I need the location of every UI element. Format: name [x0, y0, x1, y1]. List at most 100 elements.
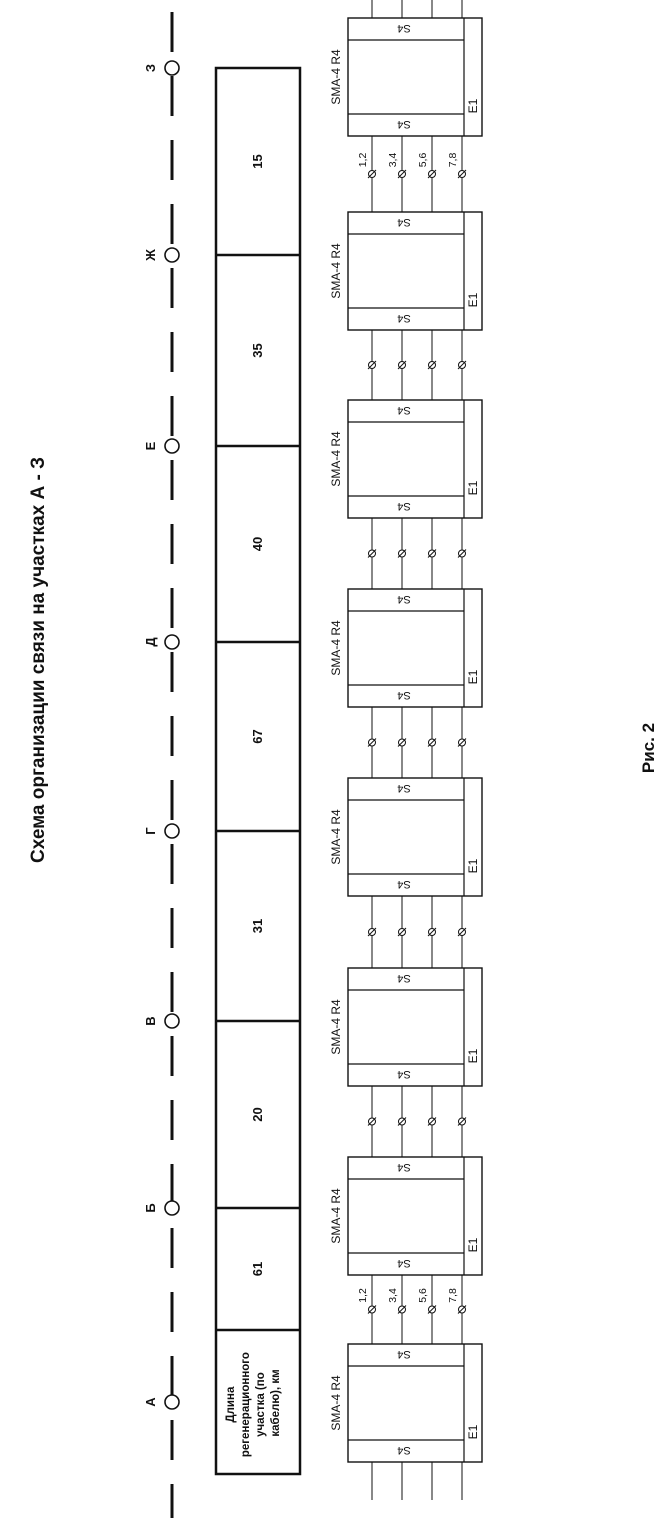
- station-marker: [164, 438, 180, 454]
- e1-label: E1: [466, 858, 480, 873]
- station-marker: [164, 247, 180, 263]
- station-label: А: [143, 1397, 158, 1407]
- fiber-pair-label: 7,8: [447, 153, 459, 168]
- e1-label: E1: [466, 480, 480, 495]
- station-label: Е: [143, 441, 158, 450]
- table-cell-segment-7: 15: [216, 154, 300, 257]
- unit-model-label: SMA-4 R4: [329, 809, 343, 865]
- fiber-pair-label: 3,4: [387, 1288, 399, 1303]
- connector-slash: [397, 169, 407, 179]
- unit-frame: [347, 1343, 483, 1463]
- table-header-cell: Длина регенерационного участка (по кабел…: [225, 1352, 282, 1457]
- unit-frame: [347, 211, 483, 331]
- segment-length-value: 15: [250, 154, 265, 168]
- s4-port-label-top: S4: [397, 593, 410, 605]
- segment-length-value: 67: [250, 729, 265, 743]
- unit-model-label: SMA-4 R4: [329, 999, 343, 1055]
- unit-frame: [347, 17, 483, 137]
- figure-label: Рис. 2: [639, 723, 658, 773]
- fiber-pair-label: 1,2: [357, 153, 369, 168]
- station-6: Е: [143, 438, 180, 454]
- segment-length-value: 40: [250, 537, 265, 551]
- connector-slash: [457, 549, 467, 558]
- connector-slash: [397, 927, 407, 937]
- connector-slash: [457, 927, 467, 937]
- unit-model-label: SMA-4 R4: [329, 243, 343, 299]
- station-8: З: [143, 60, 180, 76]
- s4-port-label-bottom: S4: [397, 689, 410, 701]
- connector-slash: [427, 360, 437, 370]
- unit-frame: [347, 588, 483, 708]
- connector-slash: [397, 1117, 407, 1126]
- connector-slash: [427, 1305, 437, 1314]
- s4-port-label-top: S4: [397, 1348, 410, 1360]
- station-label: Б: [143, 1203, 158, 1212]
- unit-frame: [347, 777, 483, 897]
- unit-frame: [347, 1156, 483, 1276]
- station-7: Ж: [143, 247, 180, 263]
- connector-slash: [457, 1305, 467, 1314]
- station-5: Д: [143, 634, 180, 650]
- station-label: Ж: [143, 249, 158, 262]
- fiber-pair-label: 5,6: [417, 153, 429, 168]
- s4-port-label-bottom: S4: [397, 878, 410, 890]
- station-marker: [164, 1200, 180, 1216]
- connector-slash: [367, 1305, 377, 1314]
- station-marker: [164, 60, 180, 76]
- e1-label: E1: [466, 1048, 480, 1063]
- table-cell-segment-2: 20: [216, 1107, 300, 1210]
- station-3: В: [143, 1013, 180, 1029]
- table-header-line-2: регенерационного: [240, 1352, 252, 1457]
- s4-port-label-top: S4: [397, 404, 410, 416]
- unit-model-label: SMA-4 R4: [329, 620, 343, 676]
- table-header-line-1: Длина: [225, 1386, 237, 1423]
- connector-slash: [367, 927, 377, 937]
- station-label: З: [143, 64, 158, 72]
- station-marker: [164, 1394, 180, 1410]
- connector-slash: [457, 738, 467, 747]
- connector-slash: [427, 738, 437, 747]
- station-2: Б: [143, 1200, 180, 1216]
- s4-port-label-bottom: S4: [397, 1068, 410, 1080]
- fiber-pair-label: 5,6: [417, 1288, 429, 1303]
- unit-model-label: SMA-4 R4: [329, 1188, 343, 1244]
- fiber-pair-label: 7,8: [447, 1288, 459, 1303]
- table-cell-segment-4: 67: [216, 729, 300, 833]
- s4-port-label-top: S4: [397, 22, 410, 34]
- segment-length-value: 61: [250, 1262, 265, 1276]
- connector-slash: [397, 1305, 407, 1314]
- connector-slash: [397, 738, 407, 747]
- table-header-line-3: участка (по: [255, 1372, 267, 1437]
- unit-model-label: SMA-4 R4: [329, 431, 343, 487]
- connector-slash: [367, 738, 377, 747]
- s4-port-label-top: S4: [397, 1161, 410, 1173]
- station-marker: [164, 1013, 180, 1029]
- connector-slash: [427, 1117, 437, 1126]
- station-marker: [164, 634, 180, 650]
- e1-label: E1: [466, 292, 480, 307]
- connector-slash: [367, 169, 377, 179]
- diagram-title: Схема организации связи на участках А - …: [28, 457, 49, 863]
- fiber-pair-label: 3,4: [387, 153, 399, 168]
- e1-label: E1: [466, 1424, 480, 1439]
- segment-length-value: 35: [250, 343, 265, 357]
- s4-port-label-bottom: S4: [397, 118, 410, 130]
- unit-model-label: SMA-4 R4: [329, 1375, 343, 1431]
- table-cell-segment-1: 61: [216, 1262, 300, 1332]
- connector-slash: [427, 169, 437, 179]
- connector-slash: [457, 1117, 467, 1126]
- segment-length-value: 20: [250, 1107, 265, 1121]
- e1-label: E1: [466, 1237, 480, 1252]
- table-cell-segment-6: 35: [216, 343, 300, 448]
- connector-slash: [457, 360, 467, 370]
- station-1: А: [143, 1394, 180, 1410]
